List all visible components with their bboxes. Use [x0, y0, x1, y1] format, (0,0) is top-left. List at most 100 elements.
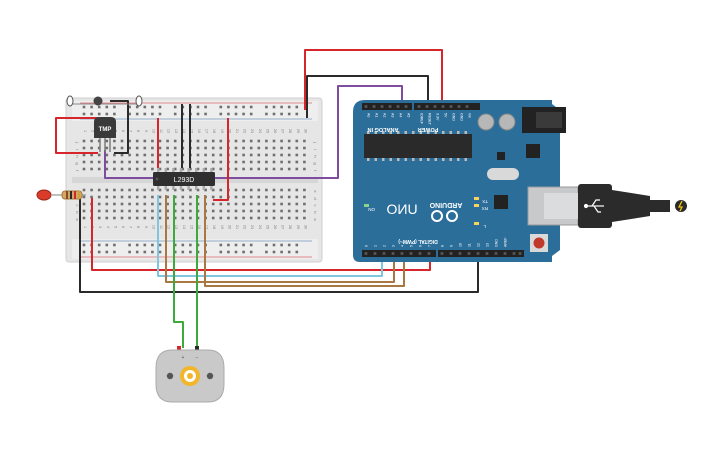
rail-hole[interactable] [135, 112, 139, 116]
breadboard-hole[interactable] [303, 153, 306, 157]
breadboard-hole[interactable] [204, 188, 207, 192]
breadboard-hole[interactable] [265, 167, 268, 171]
breadboard-hole[interactable] [257, 167, 261, 171]
breadboard-hole[interactable] [272, 202, 276, 206]
breadboard-hole[interactable] [158, 153, 162, 157]
breadboard-hole[interactable] [303, 202, 306, 206]
breadboard-hole[interactable] [211, 146, 215, 150]
breadboard-hole[interactable] [196, 188, 200, 192]
breadboard-hole[interactable] [166, 139, 169, 143]
rail-hole[interactable] [113, 112, 116, 116]
rail-hole[interactable] [287, 250, 291, 254]
header-pin[interactable] [467, 252, 471, 255]
rail-hole[interactable] [234, 250, 238, 254]
breadboard-hole[interactable] [219, 146, 223, 150]
breadboard-hole[interactable] [173, 167, 177, 171]
breadboard-hole[interactable] [105, 153, 109, 157]
rail-hole[interactable] [143, 243, 147, 247]
rail-hole[interactable] [242, 243, 245, 247]
breadboard-hole[interactable] [135, 216, 139, 220]
breadboard-hole[interactable] [249, 139, 253, 143]
breadboard-hole[interactable] [143, 195, 147, 199]
breadboard-hole[interactable] [219, 188, 223, 192]
usb-cable[interactable] [578, 184, 687, 228]
rail-hole[interactable] [219, 243, 223, 247]
header-pin[interactable] [518, 252, 522, 255]
breadboard-hole[interactable] [242, 195, 245, 199]
breadboard-hole[interactable] [204, 146, 207, 150]
breadboard-hole[interactable] [143, 146, 147, 150]
breadboard-hole[interactable] [249, 153, 253, 157]
rail-hole[interactable] [181, 243, 185, 247]
breadboard-hole[interactable] [249, 202, 253, 206]
rail-hole[interactable] [249, 243, 253, 247]
rail-hole[interactable] [97, 250, 101, 254]
breadboard-hole[interactable] [166, 188, 169, 192]
rail-hole[interactable] [113, 243, 116, 247]
rail-hole[interactable] [219, 105, 223, 109]
breadboard-hole[interactable] [189, 216, 192, 220]
breadboard-hole[interactable] [135, 188, 139, 192]
rail-hole[interactable] [151, 250, 154, 254]
rail-hole[interactable] [287, 243, 291, 247]
breadboard-hole[interactable] [181, 195, 185, 199]
rail-hole[interactable] [151, 243, 154, 247]
breadboard-hole[interactable] [82, 146, 86, 150]
breadboard-hole[interactable] [143, 188, 147, 192]
breadboard-hole[interactable] [151, 153, 154, 157]
rail-hole[interactable] [151, 112, 154, 116]
breadboard-hole[interactable] [90, 195, 93, 199]
header-pin[interactable] [503, 252, 507, 255]
breadboard-hole[interactable] [143, 153, 147, 157]
breadboard-hole[interactable] [189, 202, 192, 206]
breadboard-hole[interactable] [120, 139, 124, 143]
breadboard-hole[interactable] [82, 195, 86, 199]
breadboard-hole[interactable] [105, 146, 109, 150]
breadboard-hole[interactable] [173, 160, 177, 164]
rail-hole[interactable] [249, 105, 253, 109]
breadboard-hole[interactable] [257, 202, 261, 206]
breadboard-hole[interactable] [242, 146, 245, 150]
breadboard-hole[interactable] [128, 153, 131, 157]
rail-hole[interactable] [90, 112, 93, 116]
breadboard-hole[interactable] [82, 202, 86, 206]
breadboard-hole[interactable] [219, 202, 223, 206]
rail-hole[interactable] [135, 243, 139, 247]
rail-hole[interactable] [280, 243, 283, 247]
breadboard-hole[interactable] [158, 195, 162, 199]
rail-hole[interactable] [272, 112, 276, 116]
rail-hole[interactable] [196, 112, 200, 116]
breadboard-hole[interactable] [280, 139, 283, 143]
led[interactable] [36, 189, 52, 201]
rail-hole[interactable] [280, 112, 283, 116]
breadboard-hole[interactable] [113, 195, 116, 199]
breadboard-hole[interactable] [272, 195, 276, 199]
breadboard-hole[interactable] [120, 216, 124, 220]
breadboard-hole[interactable] [234, 195, 238, 199]
wire-input-brown-1[interactable] [165, 195, 395, 283]
rail-hole[interactable] [295, 250, 299, 254]
breadboard-hole[interactable] [120, 195, 124, 199]
rail-hole[interactable] [143, 105, 147, 109]
breadboard-hole[interactable] [234, 216, 238, 220]
header-pin[interactable] [494, 252, 498, 255]
header-pin[interactable] [388, 105, 392, 108]
breadboard-hole[interactable] [204, 153, 207, 157]
breadboard-hole[interactable] [219, 153, 223, 157]
rail-hole[interactable] [128, 243, 131, 247]
breadboard-hole[interactable] [272, 216, 276, 220]
breadboard-hole[interactable] [189, 209, 192, 213]
breadboard-hole[interactable] [234, 167, 238, 171]
breadboard-hole[interactable] [128, 160, 131, 164]
breadboard-hole[interactable] [82, 209, 86, 213]
breadboard-hole[interactable] [166, 167, 169, 171]
breadboard-hole[interactable] [105, 202, 109, 206]
breadboard-hole[interactable] [120, 188, 124, 192]
wire-input-lightblue[interactable] [157, 195, 383, 277]
breadboard-hole[interactable] [211, 209, 215, 213]
breadboard-hole[interactable] [204, 167, 207, 171]
header-pin[interactable] [440, 252, 444, 255]
breadboard-hole[interactable] [280, 195, 283, 199]
breadboard-hole[interactable] [173, 146, 177, 150]
breadboard-hole[interactable] [151, 139, 154, 143]
